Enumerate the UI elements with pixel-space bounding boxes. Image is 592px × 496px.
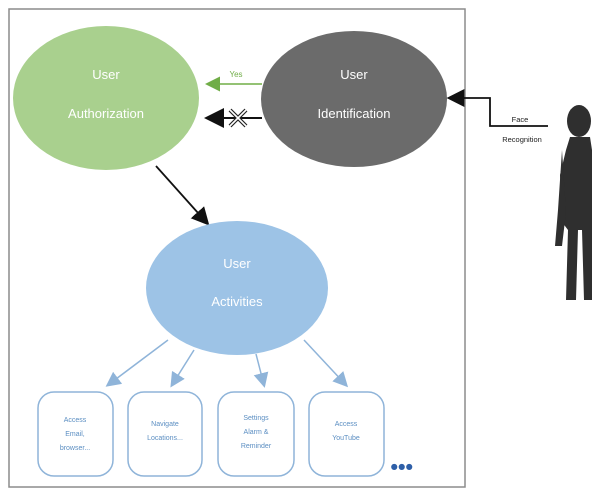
user-activities-node: User Activities bbox=[146, 221, 328, 355]
activity-arrow-email bbox=[105, 339, 169, 387]
system-boundary bbox=[8, 8, 466, 488]
activity-youtube-line2: YouTube bbox=[332, 435, 360, 442]
rejected-cross-icon bbox=[228, 108, 248, 128]
user-identification-label-line2: Identification bbox=[318, 106, 391, 121]
face-recognition-label-line1: Face bbox=[512, 115, 529, 124]
user-activities-ellipse bbox=[146, 221, 328, 355]
activity-arrow-youtube bbox=[303, 339, 349, 388]
activity-settings-line2: Alarm & bbox=[244, 429, 269, 436]
face-recognition-label-line2: Recognition bbox=[502, 135, 542, 144]
activity-box-youtube: Access YouTube bbox=[308, 391, 385, 477]
user-activities-label-line1: User bbox=[223, 256, 251, 271]
activity-box-navigate: Navigate Locations... bbox=[127, 391, 203, 477]
activity-email-line3: browser... bbox=[60, 445, 90, 452]
authorization-to-activities-arrow bbox=[155, 165, 210, 226]
activity-email-line2: Email, bbox=[65, 431, 85, 438]
yes-label: Yes bbox=[229, 70, 242, 79]
activity-youtube-line1: Access bbox=[335, 421, 358, 428]
person-silhouette-icon bbox=[555, 105, 592, 300]
face-recognition-arrow bbox=[446, 89, 548, 127]
activity-email-line1: Access bbox=[64, 417, 87, 424]
user-authorization-label-line1: User bbox=[92, 67, 120, 82]
user-identification-node: User Identification bbox=[261, 31, 447, 167]
activity-navigate-line2: Locations... bbox=[147, 435, 183, 442]
activity-navigate-line1: Navigate bbox=[151, 421, 179, 428]
activity-arrow-navigate bbox=[170, 349, 195, 388]
activity-box-settings: Settings Alarm & Reminder bbox=[217, 391, 295, 477]
activity-arrow-settings bbox=[253, 353, 269, 388]
activity-settings-line3: Reminder bbox=[241, 443, 272, 450]
user-authorization-ellipse bbox=[13, 26, 199, 170]
user-authorization-node: User Authorization bbox=[13, 26, 199, 170]
more-activities-icon: ●●● bbox=[391, 462, 413, 471]
user-identification-label-line1: User bbox=[340, 67, 368, 82]
activity-settings-line1: Settings bbox=[243, 415, 269, 422]
user-authorization-label-line2: Authorization bbox=[68, 106, 144, 121]
user-identification-ellipse bbox=[261, 31, 447, 167]
activity-box-email: Access Email, browser... bbox=[37, 391, 114, 477]
user-activities-label-line2: Activities bbox=[211, 294, 263, 309]
